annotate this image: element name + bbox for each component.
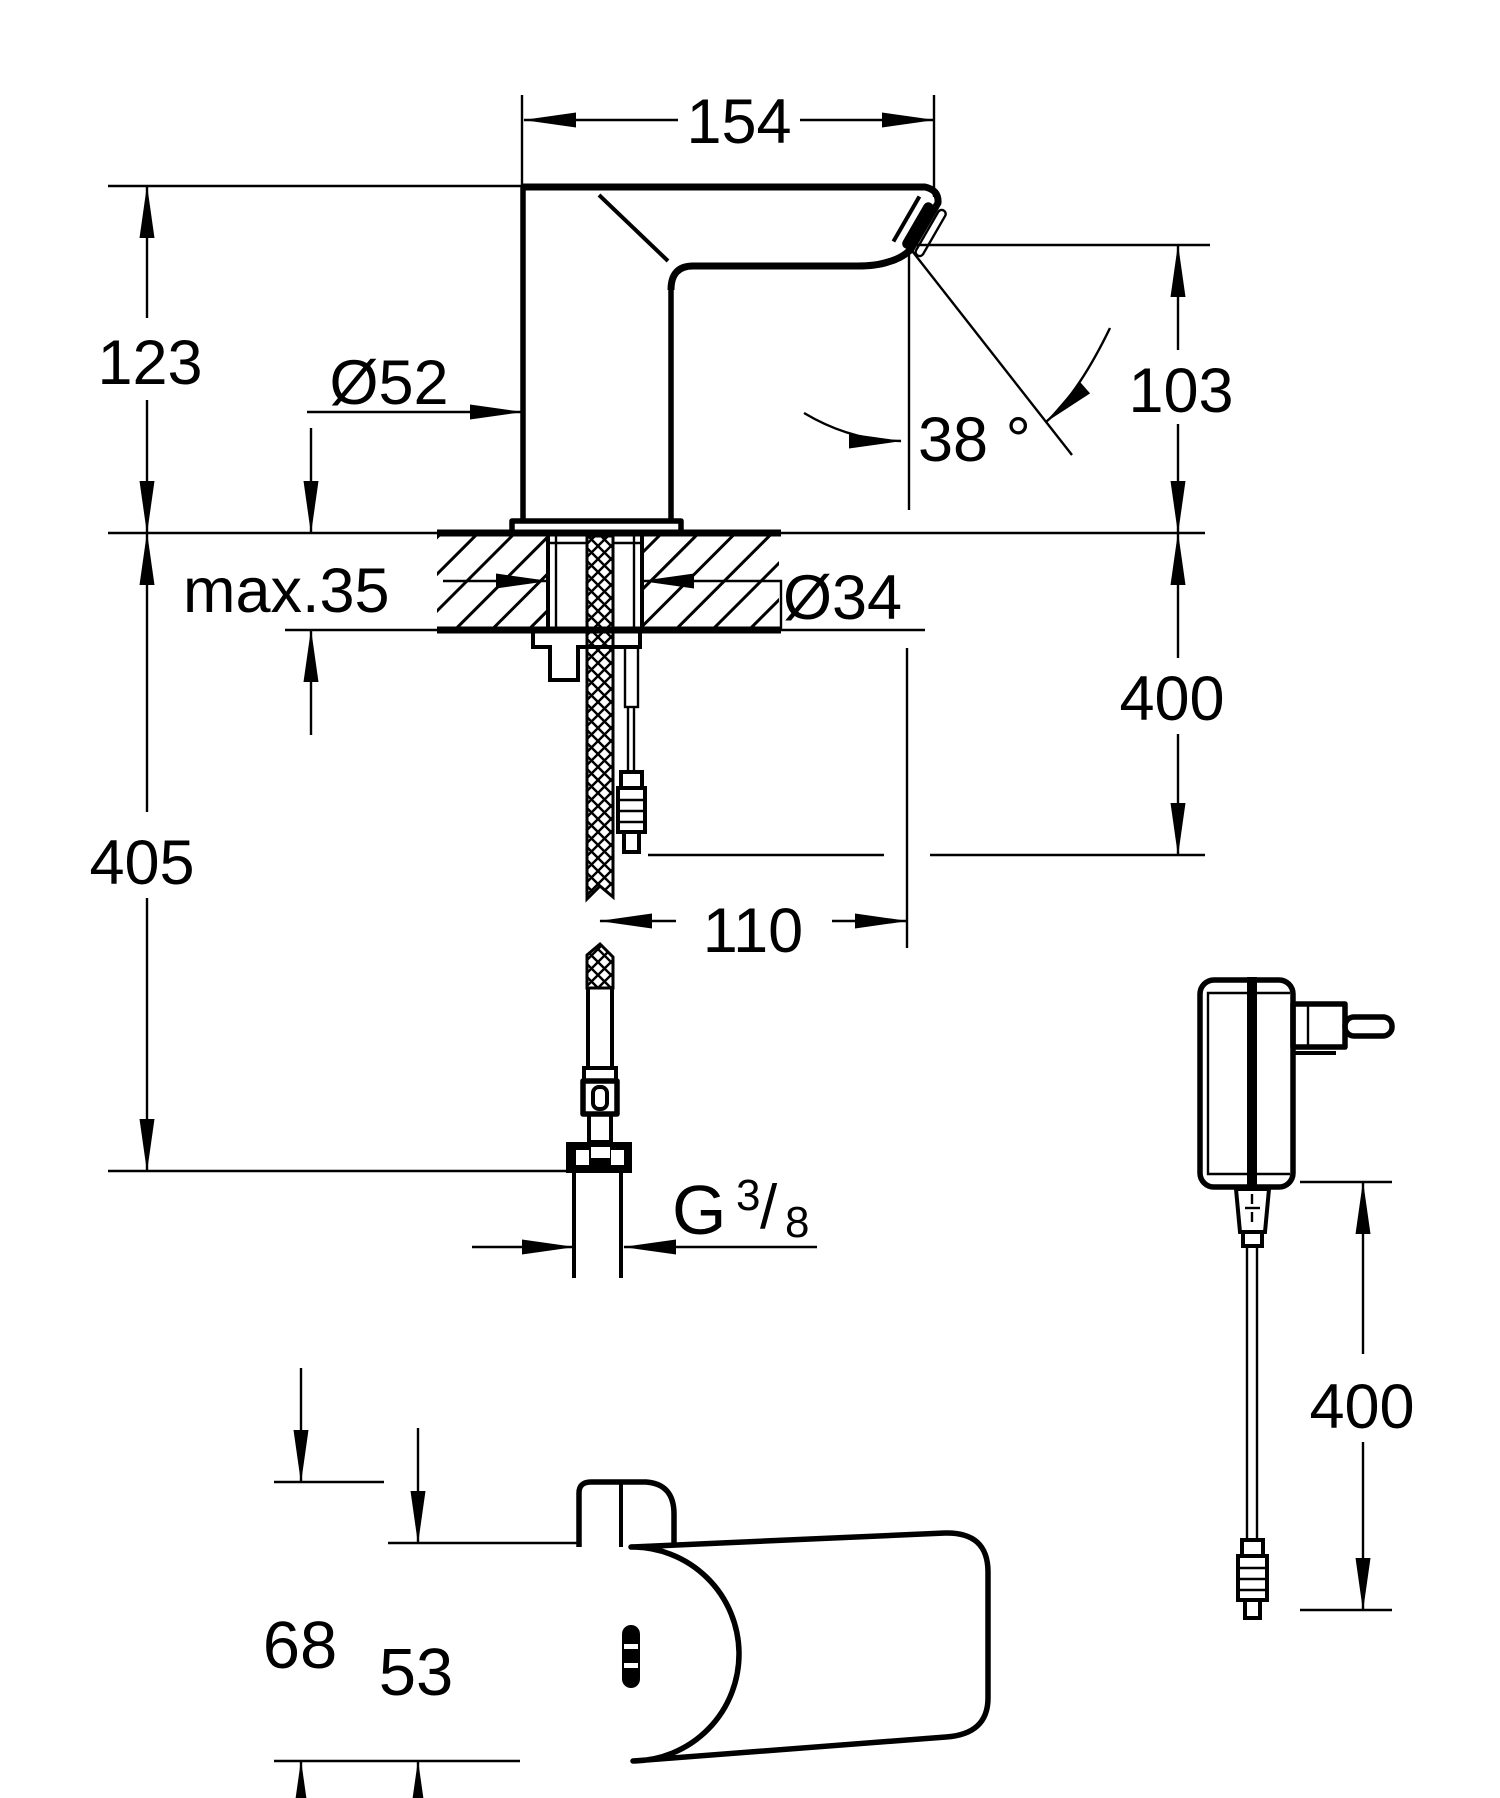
dim-label-405: 405 (89, 828, 194, 898)
dim-label-68: 68 (263, 1608, 338, 1683)
plan-body-outline (628, 1530, 991, 1764)
sensor-window (622, 1625, 640, 1688)
cable-end-tip (1243, 1598, 1262, 1620)
faucet-base-flange (509, 518, 684, 533)
dim-label-38deg: 38 ° (918, 405, 1031, 475)
dim-123: 123 (97, 184, 523, 535)
adapter-strain-relief (1233, 1187, 1272, 1234)
aerator (891, 195, 947, 258)
supply-hose (566, 534, 632, 1278)
dim-405: 405 (89, 532, 566, 1173)
dim-o52: Ø52 (307, 348, 523, 420)
check-valve-slot (591, 1085, 609, 1111)
sensor-window-slit-1 (624, 1644, 638, 1649)
nut-facet-right (611, 1150, 624, 1165)
dim-label-400-adapter: 400 (1309, 1372, 1414, 1442)
faucet-outline (509, 183, 947, 533)
dim-label-max35: max.35 (183, 556, 390, 626)
dim-154: 154 (520, 87, 936, 197)
hose-upper-braid (585, 534, 615, 903)
aerator-slot (902, 202, 935, 250)
dim-label-g: G (672, 1171, 726, 1249)
dim-max35: max.35 (183, 428, 549, 735)
nut-facet-left (576, 1150, 589, 1165)
backnut-bracket (531, 629, 642, 682)
dim-103: 103 (781, 243, 1234, 535)
cable-plug-tip (622, 830, 641, 854)
dim-label-110: 110 (703, 896, 803, 966)
side-view: 154 123 405 Ø52 max.35 (89, 87, 1234, 1278)
dim-label-53: 53 (379, 1635, 454, 1710)
plan-view: 68 53 (263, 1368, 991, 1798)
cable-end-cap (1240, 1538, 1265, 1558)
valve-neck (587, 1112, 613, 1144)
dim-110: 110 (599, 648, 909, 966)
dim-label-400-cable: 400 (1119, 664, 1224, 734)
sensor-window-shape (622, 1625, 640, 1688)
dim-label-103: 103 (1128, 356, 1233, 426)
adapter-body (1197, 977, 1296, 1190)
dim-label-154: 154 (686, 87, 791, 157)
power-adapter-view: 400 (1197, 977, 1415, 1620)
cable-ferrule (1241, 1230, 1264, 1248)
hose-lower-braid (585, 941, 615, 990)
nut-facet-top (591, 1147, 610, 1158)
dim-label-o52: Ø52 (329, 348, 448, 418)
sensor-window-slit-2 (624, 1663, 638, 1668)
dim-53: 53 (379, 1428, 579, 1798)
aerator-ring (914, 208, 947, 258)
plan-spout-tab (576, 1479, 677, 1547)
dim-68: 68 (263, 1368, 520, 1798)
adapter-seam-bar (1247, 977, 1257, 1190)
sensor-cable (616, 645, 647, 854)
dim-g38: G 3 / 8 (472, 1171, 817, 1255)
dim-400-cable: 400 (648, 532, 1225, 857)
adapter-cable (1233, 1187, 1272, 1620)
faucet-top-edge (523, 183, 942, 291)
aerator-line (891, 195, 922, 243)
plug-pin (1342, 1014, 1395, 1039)
spout-crease-line (597, 193, 670, 263)
dim-label-123: 123 (97, 328, 202, 398)
cable-sleeve (623, 645, 640, 709)
dim-label-g-num: 3 (736, 1171, 760, 1220)
union-nut (566, 1142, 632, 1173)
dim-400-adapter: 400 (1300, 1180, 1415, 1612)
dim-label-g-den: 8 (785, 1198, 809, 1247)
dim-o34: Ø34 (641, 563, 925, 633)
cable-plug-cap (619, 770, 644, 790)
plug-collar (1290, 1001, 1348, 1050)
dim-label-o34: Ø34 (783, 563, 902, 633)
dim-38deg: 38 ° (803, 246, 1112, 510)
dim-label-g-slash: / (760, 1173, 778, 1242)
